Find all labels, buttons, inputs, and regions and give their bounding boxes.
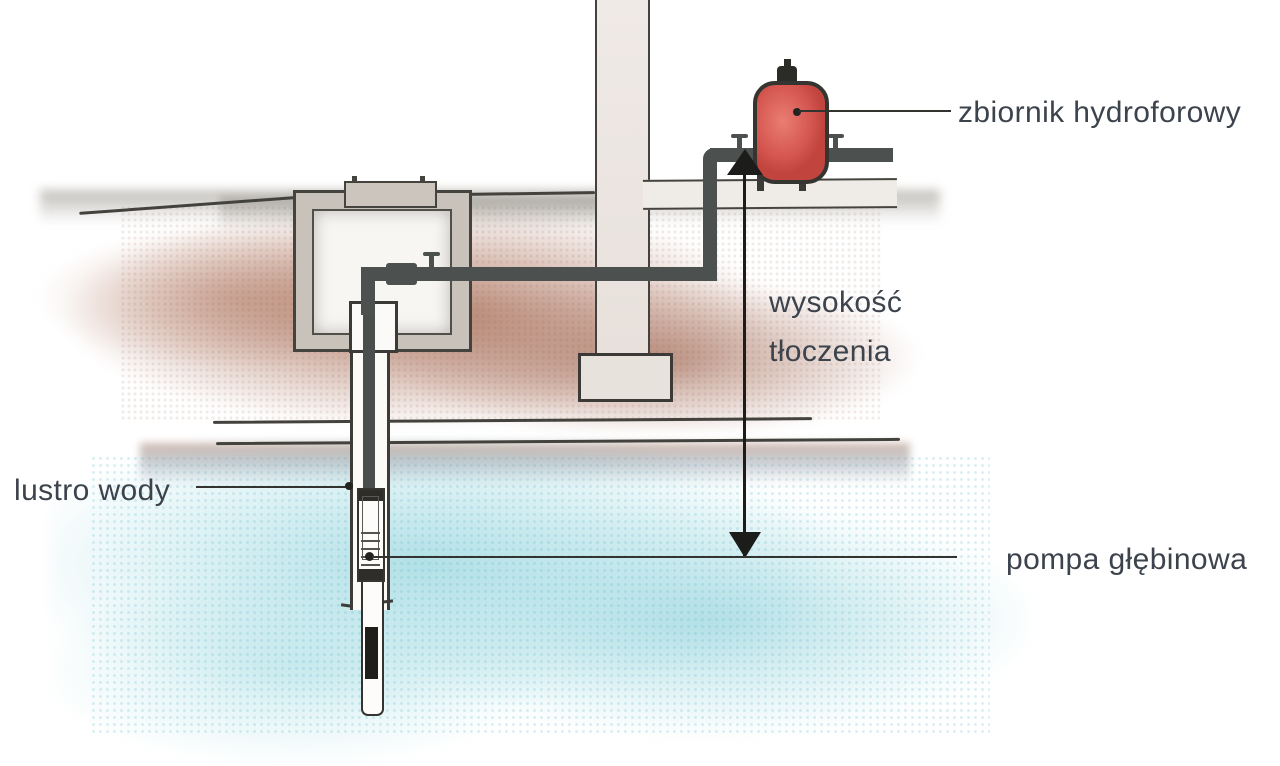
pump-bottom-block bbox=[359, 569, 383, 580]
pump-rung bbox=[361, 564, 380, 566]
leader-line-water-table bbox=[196, 486, 348, 488]
surface-riser-pipe bbox=[703, 148, 717, 281]
pump-rung bbox=[361, 540, 380, 542]
dimension-arrow-line bbox=[743, 152, 746, 558]
lid-handle-right bbox=[420, 176, 425, 182]
lid-handle-left bbox=[352, 176, 357, 182]
drop-pipe bbox=[363, 310, 375, 492]
chamber-riser-pipe bbox=[361, 267, 375, 315]
pressure-tank bbox=[753, 81, 829, 184]
arrow-head-down-icon bbox=[729, 532, 761, 558]
aquifer-water bbox=[50, 440, 1030, 766]
leader-dot-water-table bbox=[345, 482, 353, 490]
label-discharge-head-line2: tłoczenia bbox=[769, 335, 892, 368]
label-discharge-head: wysokość tłoczenia bbox=[769, 278, 902, 376]
chamber-valve-cap bbox=[423, 252, 440, 256]
arrow-head-up-icon bbox=[727, 149, 763, 175]
tank-cap bbox=[777, 66, 797, 85]
leader-dot-tank bbox=[793, 108, 801, 116]
label-water-table: lustro wody bbox=[14, 474, 171, 507]
tank-nipple bbox=[784, 59, 791, 67]
submersible-pump bbox=[357, 488, 385, 582]
soil-water-transition bbox=[140, 443, 910, 485]
tank-leg-left bbox=[757, 172, 764, 191]
suction-screen bbox=[364, 627, 378, 679]
soil-layer bbox=[40, 190, 940, 430]
wall-footing bbox=[578, 353, 673, 402]
label-deep-well-pump: pompa głębinowa bbox=[1006, 543, 1248, 576]
chamber-valve-icon bbox=[429, 255, 434, 267]
suction-pipe bbox=[361, 578, 384, 716]
label-discharge-head-line1: wysokość bbox=[769, 286, 903, 319]
leader-line-tank bbox=[799, 110, 951, 112]
pump-rung bbox=[361, 532, 380, 534]
water-texture bbox=[90, 455, 990, 735]
leader-line-pump bbox=[372, 556, 957, 558]
house-wall bbox=[595, 0, 650, 357]
discharge-valve-icon-left bbox=[737, 137, 742, 149]
chamber-lid bbox=[344, 181, 437, 208]
label-pressure-tank: zbiornik hydroforowy bbox=[958, 96, 1242, 129]
underground-delivery-pipe bbox=[361, 267, 717, 281]
pump-top-block bbox=[359, 490, 383, 501]
discharge-valve-cap-left bbox=[731, 134, 748, 138]
discharge-valve-icon-right bbox=[833, 137, 838, 149]
pipe-coupling bbox=[386, 263, 417, 285]
pump-inner-frame bbox=[362, 496, 379, 560]
soil-texture bbox=[120, 205, 880, 420]
discharge-valve-cap-right bbox=[827, 134, 844, 138]
leader-dot-pump bbox=[365, 552, 374, 561]
pump-rung bbox=[361, 548, 380, 550]
